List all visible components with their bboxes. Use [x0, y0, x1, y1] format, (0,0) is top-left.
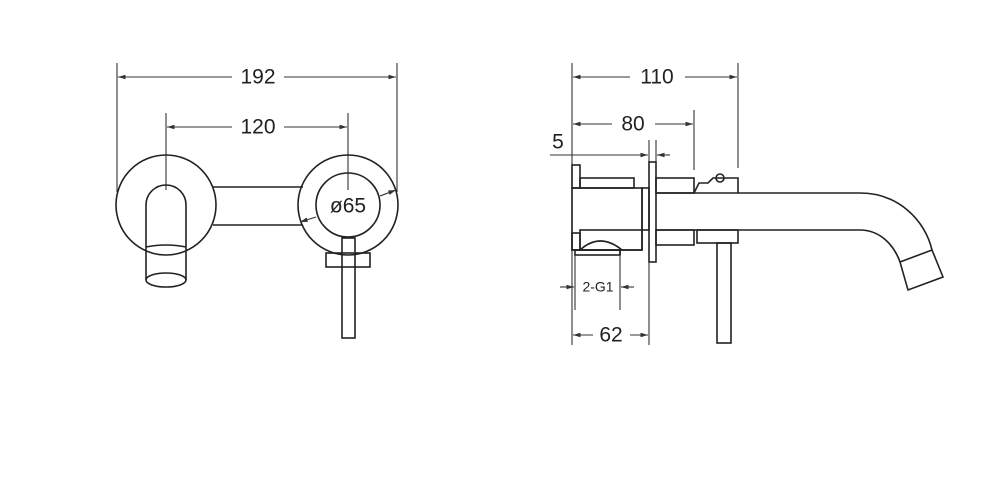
- dimension-80: 80: [573, 110, 695, 170]
- label-192: 192: [240, 66, 275, 89]
- label-diameter-65: ø65: [330, 195, 366, 218]
- dimension-110: 110: [571, 63, 739, 345]
- spout-rosette: [115, 154, 217, 288]
- dimension-192: 192: [116, 63, 398, 192]
- label-2-g1: 2-G1: [582, 279, 613, 295]
- mixer-rosette: ø65: [297, 154, 399, 339]
- front-view: 192 120 ø65: [115, 63, 399, 339]
- spout-nozzle: [899, 248, 945, 292]
- label-120: 120: [240, 116, 275, 139]
- valve-body: [571, 164, 650, 256]
- dimension-62: 62: [573, 262, 650, 347]
- dimension-120: 120: [165, 113, 349, 190]
- lever-handle: [716, 242, 732, 344]
- label-80: 80: [621, 113, 644, 136]
- dimension-2-g1: 2-G1: [560, 255, 634, 310]
- connecting-body: [213, 186, 303, 226]
- spout: [655, 173, 945, 344]
- side-view: 110 80 5: [550, 63, 945, 347]
- label-110: 110: [640, 66, 673, 89]
- wall-plate: [648, 161, 657, 263]
- dimension-5: 5: [550, 131, 670, 162]
- label-62: 62: [599, 324, 622, 347]
- label-5: 5: [552, 131, 564, 154]
